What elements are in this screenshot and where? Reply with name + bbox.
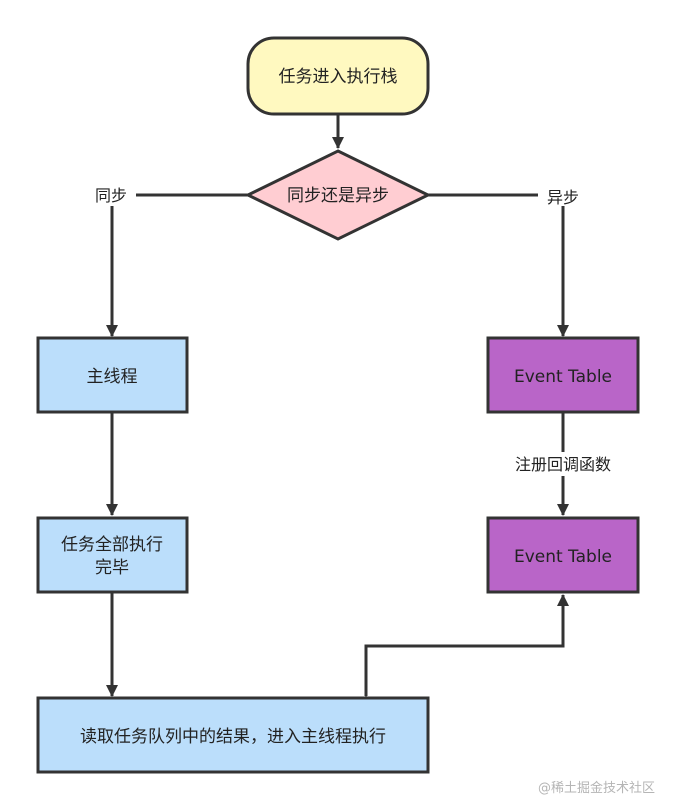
edge-read-queue-to-event-table bbox=[360, 594, 569, 707]
all-done-box bbox=[36, 516, 189, 594]
event-table-box-1 bbox=[486, 336, 640, 414]
all-done-label-line1: 任务全部执行 bbox=[61, 535, 163, 555]
event-table-label-2: Event Table bbox=[514, 547, 612, 567]
async-label-bg bbox=[538, 184, 588, 206]
async-edge-label: 异步 bbox=[547, 188, 579, 207]
read-queue-label: 读取任务队列中的结果，进入主线程执行 bbox=[80, 727, 386, 747]
all-done-label-line2: 完毕 bbox=[95, 558, 129, 578]
sync-label-bg bbox=[86, 184, 136, 206]
node-read-queue: 读取任务队列中的结果，进入主线程执行 bbox=[36, 696, 430, 774]
start-terminator-shape bbox=[246, 36, 430, 116]
main-thread-box bbox=[36, 336, 189, 414]
register-label-bg bbox=[500, 452, 626, 476]
read-queue-box bbox=[36, 696, 430, 774]
watermark: @稀土掘金技术社区 bbox=[537, 781, 655, 796]
decision-diamond-shape bbox=[244, 149, 432, 241]
node-all-done: 任务全部执行 完毕 bbox=[36, 516, 189, 594]
edge-decision-to-event-table bbox=[428, 193, 569, 337]
decision-node-label: 同步还是异步 bbox=[287, 186, 389, 206]
main-thread-label: 主线程 bbox=[87, 367, 138, 387]
node-decision: 同步还是异步 bbox=[244, 149, 432, 241]
edge-decision-to-main-thread bbox=[106, 193, 248, 337]
node-event-table-2: Event Table bbox=[486, 516, 640, 594]
node-event-table-1: Event Table bbox=[486, 336, 640, 414]
register-callback-label: 注册回调函数 bbox=[515, 455, 611, 474]
sync-edge-label: 同步 bbox=[95, 186, 127, 205]
start-node-label: 任务进入执行栈 bbox=[279, 67, 398, 87]
event-table-box-2 bbox=[486, 516, 640, 594]
node-main-thread: 主线程 bbox=[36, 336, 189, 414]
event-table-label-1: Event Table bbox=[514, 367, 612, 387]
node-start: 任务进入执行栈 bbox=[246, 36, 430, 116]
